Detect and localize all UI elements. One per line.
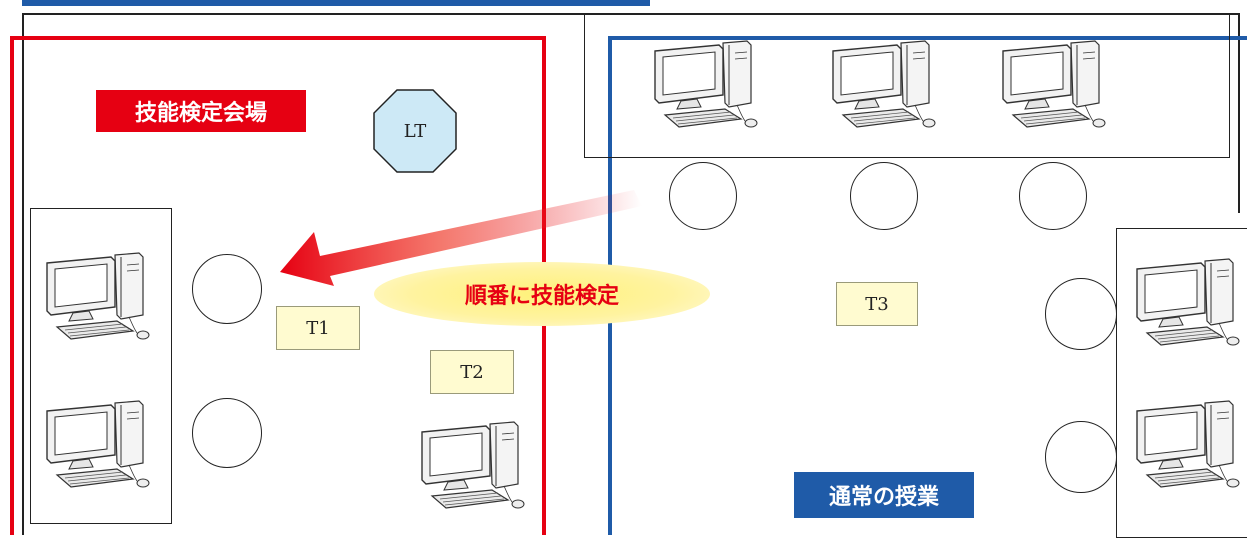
- teacher-t3: T3: [836, 282, 918, 326]
- seat: [850, 162, 918, 230]
- teacher-t1: T1: [276, 306, 360, 350]
- desktop-computer-icon: [1127, 255, 1247, 355]
- right-computer-row: [1116, 228, 1247, 538]
- outline-left: [22, 13, 24, 535]
- arrow-caption-bubble: [374, 262, 710, 326]
- arrow-caption-label: 順番に技能検定: [464, 284, 619, 309]
- seat: [1045, 421, 1117, 493]
- desktop-computer-icon: [37, 249, 157, 349]
- seat: [669, 162, 737, 230]
- seat: [1019, 162, 1087, 230]
- seat: [192, 254, 262, 324]
- desktop-computer-icon: [37, 397, 157, 497]
- seat: [192, 398, 262, 468]
- left-computer-row: [30, 208, 172, 524]
- regular-class-zone-label: 通常の授業: [794, 472, 974, 518]
- skill-test-zone-label: 技能検定会場: [96, 90, 306, 132]
- lecture-table-label: LT: [403, 120, 427, 142]
- top-computer-row: [584, 14, 1230, 158]
- desktop-computer-icon: [993, 37, 1113, 137]
- desktop-computer-icon: [645, 37, 765, 137]
- desktop-computer-icon: [1127, 397, 1247, 497]
- outline-right: [1238, 13, 1240, 213]
- top-blue-bar: [22, 0, 650, 6]
- arrow-shape: [280, 190, 642, 286]
- desktop-computer-icon: [412, 418, 532, 518]
- desktop-computer-icon: [823, 37, 943, 137]
- teacher-t2: T2: [430, 350, 514, 394]
- lecture-table-octagon: [373, 89, 457, 173]
- seat: [1045, 278, 1117, 350]
